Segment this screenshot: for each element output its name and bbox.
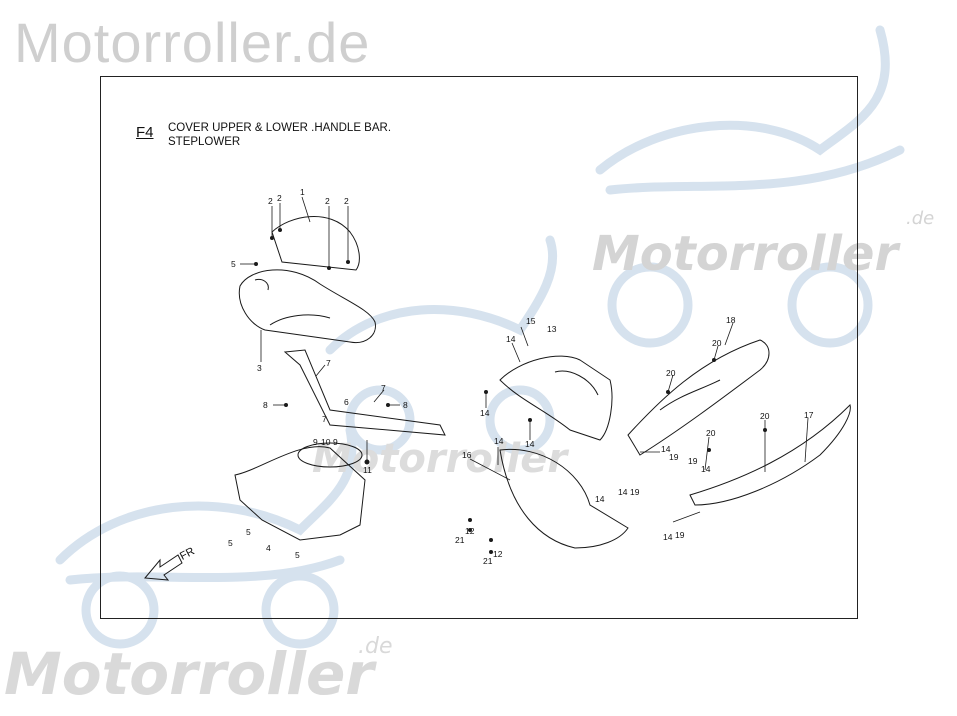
diagram-title-line1: COVER UPPER & LOWER .HANDLE BAR. — [168, 122, 392, 134]
watermark-mid: Motorroller — [592, 226, 899, 282]
callout-c7: 3 — [257, 363, 262, 373]
callout-c22: 15 — [526, 316, 536, 326]
callout-c29: 14 — [595, 494, 605, 504]
callout-c47: 19 — [675, 530, 685, 540]
watermark-bottom: Motorroller — [4, 640, 374, 708]
callout-c33: 21 — [483, 556, 493, 566]
callout-c44: 19 — [688, 456, 698, 466]
callout-c23: 13 — [547, 324, 557, 334]
part-front-lower-cover — [499, 448, 629, 549]
callout-c6: 5 — [231, 259, 236, 269]
callout-c3: 1 — [300, 187, 305, 197]
part-upper-cover — [238, 269, 376, 344]
part-handlebar — [283, 349, 446, 436]
watermark-center: Motorroller — [312, 436, 568, 482]
callout-c5: 2 — [344, 196, 349, 206]
callout-c25: 14 — [480, 408, 490, 418]
callout-c17: 11 — [363, 465, 372, 475]
callout-c40: 19 — [630, 487, 640, 497]
callout-c36: 20 — [666, 368, 676, 378]
callout-c13: 7 — [322, 414, 327, 424]
callout-c39: 14 — [618, 487, 628, 497]
callout-c28: 16 — [462, 450, 472, 460]
watermark-mid-suffix: .de — [906, 208, 935, 229]
callout-c4: 2 — [325, 196, 330, 206]
diagram-code: F4 — [136, 124, 154, 141]
callout-c14: 9 — [313, 437, 318, 447]
callout-c26: 14 — [525, 439, 535, 449]
callout-c43: 20 — [706, 428, 716, 438]
callout-c12: 8 — [403, 400, 408, 410]
direction-arrow — [144, 554, 183, 581]
callout-c10: 8 — [263, 400, 268, 410]
callout-c9: 7 — [381, 383, 386, 393]
callout-c2: 2 — [277, 193, 282, 203]
callout-c15: 10 — [321, 437, 331, 447]
part-side-panel-18 — [627, 339, 770, 456]
diagram-frame — [100, 76, 858, 619]
callout-c41: 20 — [760, 411, 770, 421]
callout-c16: 9 — [333, 437, 338, 447]
callout-c21: 5 — [295, 550, 300, 560]
watermark-top: Motorroller.de — [14, 11, 371, 74]
callout-c18: 5 — [228, 538, 233, 548]
watermark-bottom-suffix: .de — [358, 634, 393, 659]
diagram-title-line2: STEPLOWER — [168, 136, 241, 148]
part-side-panel-17 — [689, 404, 851, 506]
callout-c31: 21 — [455, 535, 465, 545]
part-lower-cover — [234, 446, 366, 541]
part-inner-cover — [499, 355, 613, 441]
callout-c20: 4 — [266, 543, 271, 553]
callout-c24: 14 — [506, 334, 516, 344]
callout-c46: 14 — [663, 532, 673, 542]
part-visor — [271, 216, 360, 271]
callout-c38: 19 — [669, 452, 679, 462]
callout-c34: 18 — [726, 315, 736, 325]
callout-c19: 5 — [246, 527, 251, 537]
callout-c27: 14 — [494, 436, 504, 446]
callout-c42: 17 — [804, 410, 814, 420]
callout-c11: 6 — [344, 397, 349, 407]
callout-c45: 14 — [701, 464, 711, 474]
callout-c8: 7 — [326, 358, 331, 368]
callout-c37: 14 — [661, 444, 671, 454]
callout-c35: 20 — [712, 338, 722, 348]
callout-c1: 2 — [268, 196, 273, 206]
callout-c30: 12 — [465, 526, 475, 536]
callout-c32: 12 — [493, 549, 503, 559]
